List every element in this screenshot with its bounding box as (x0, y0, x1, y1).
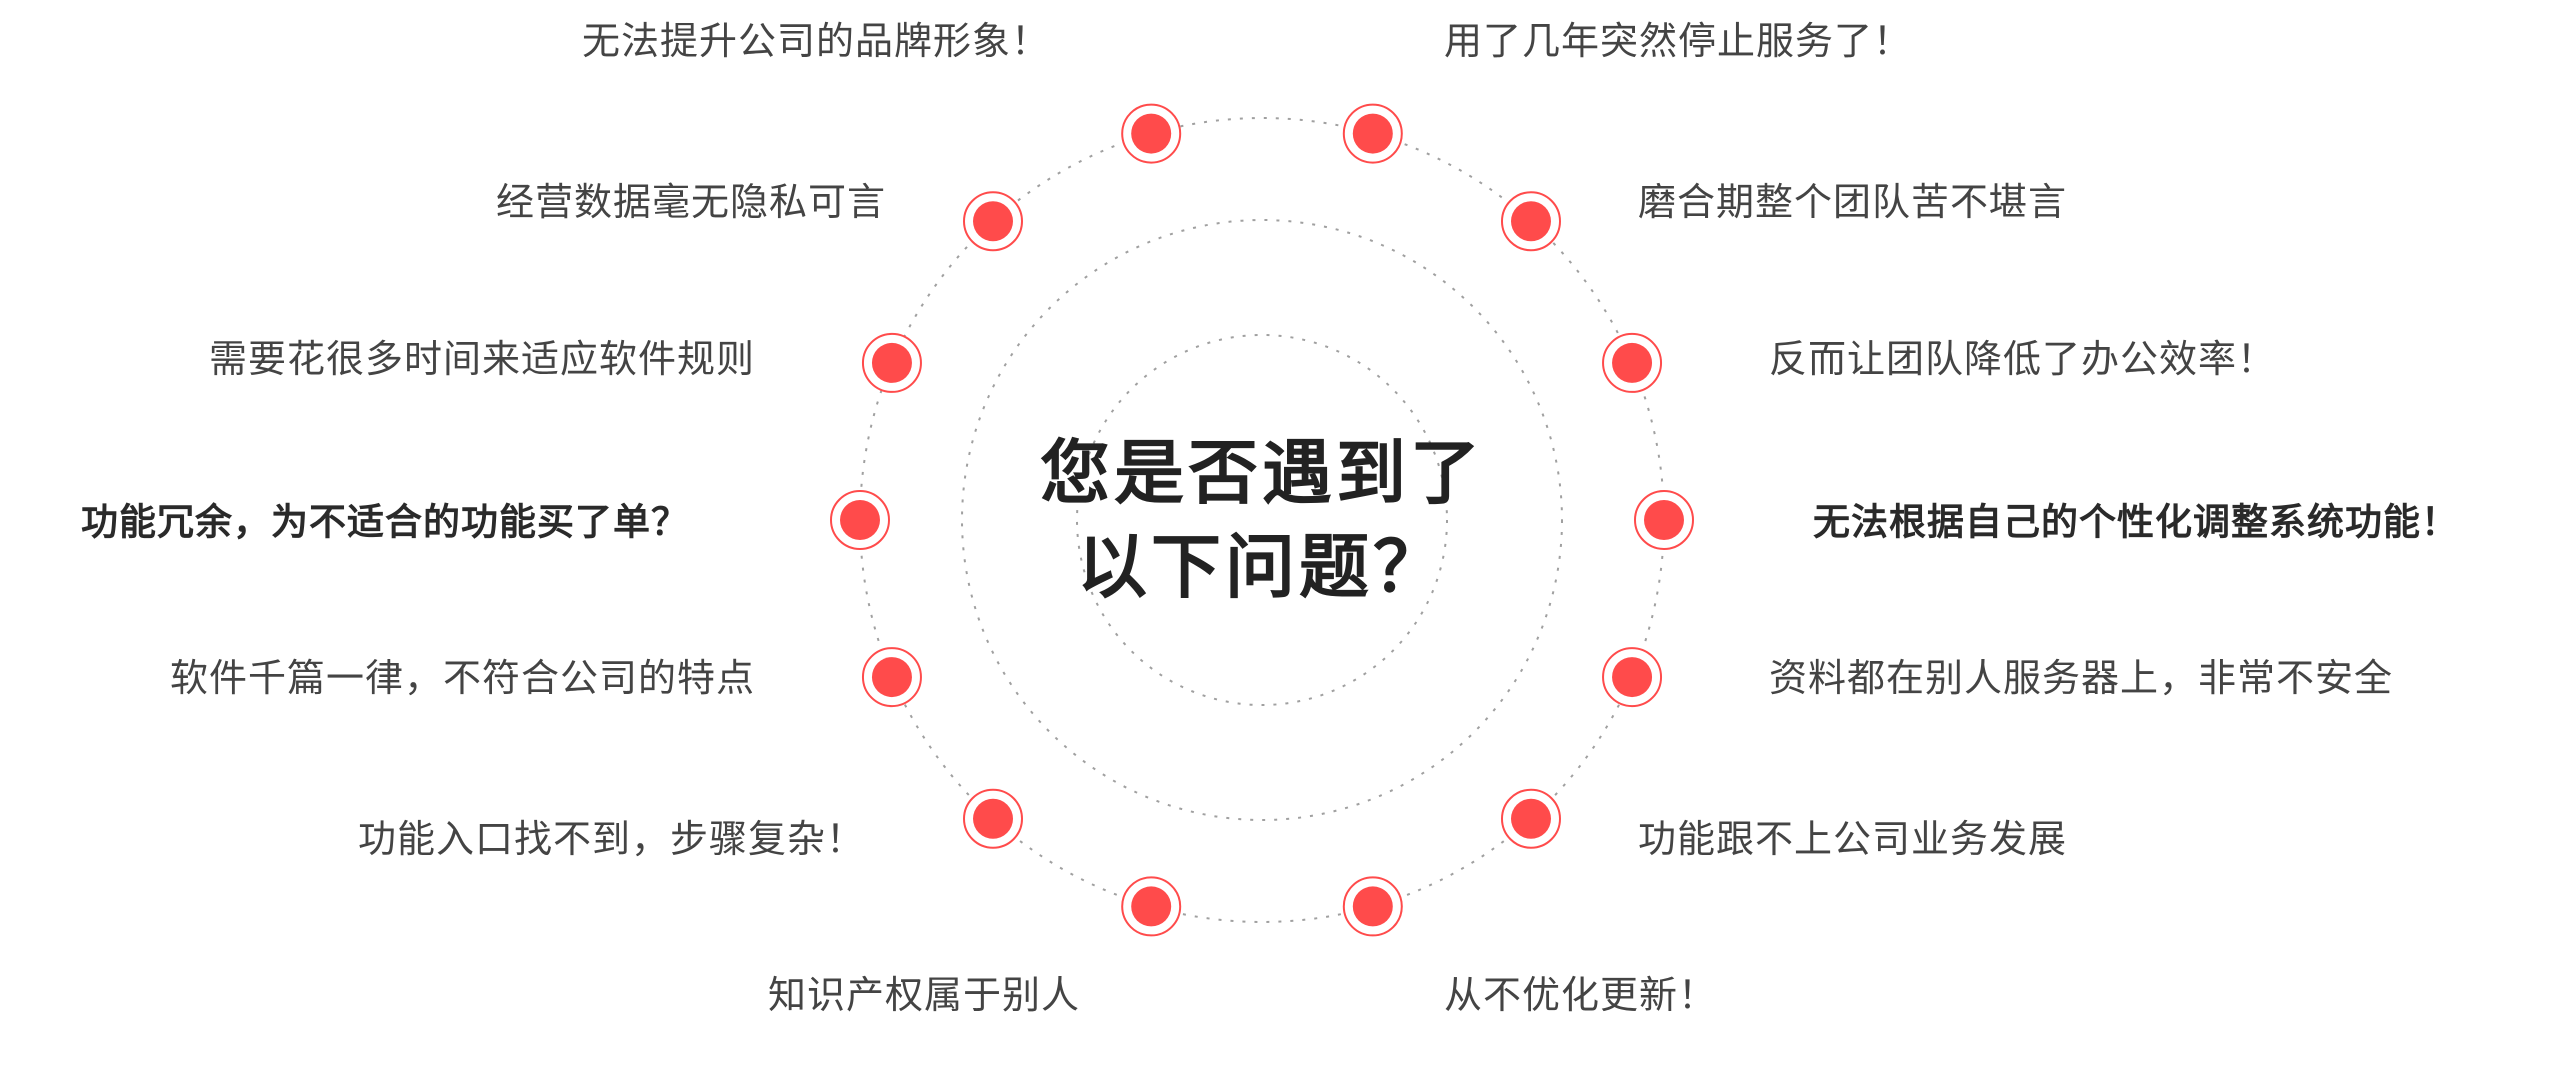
left-marker-dot-6 (963, 788, 1024, 849)
left-problem-label: 无法提升公司的品牌形象！ (581, 19, 1050, 63)
left-marker-dot-2 (963, 191, 1024, 252)
right-problem-label: 功能跟不上公司业务发展 (1638, 817, 2068, 861)
dot-fill (1131, 886, 1172, 927)
right-problem-label: 资料都在别人服务器上，非常不安全 (1769, 656, 2394, 700)
dot-fill (1612, 657, 1653, 698)
right-marker-dot-6 (1500, 788, 1561, 849)
right-marker-dot-7 (1342, 876, 1403, 937)
left-problem-label: 需要花很多时间来适应软件规则 (208, 337, 755, 381)
left-marker-dot-4 (830, 490, 890, 550)
title-line-1: 您是否遇到了 (1040, 432, 1484, 514)
left-problem-label: 软件千篇一律，不符合公司的特点 (169, 656, 755, 700)
right-marker-dot-5 (1602, 647, 1663, 708)
dot-fill (871, 657, 912, 698)
inner-dashed-ring (1076, 334, 1448, 706)
left-marker-dot-3 (861, 332, 922, 393)
left-problem-label: 功能冗余，为不适合的功能买了单？ (81, 500, 689, 544)
right-marker-dot-2 (1500, 191, 1561, 252)
right-problem-label: 反而让团队降低了办公效率！ (1769, 337, 2277, 381)
dot-fill (871, 342, 912, 383)
dot-fill (973, 798, 1014, 839)
dot-fill (840, 500, 880, 540)
left-problem-label: 知识产权属于别人 (767, 973, 1080, 1017)
left-marker-dot-1 (1121, 103, 1182, 164)
title-line-2: 以下问题？ (1077, 526, 1447, 608)
left-marker-dot-5 (861, 647, 922, 708)
right-problem-label: 用了几年突然停止服务了！ (1444, 19, 1913, 63)
right-marker-dot-3 (1602, 332, 1663, 393)
right-problem-label: 无法根据自己的个性化调整系统功能！ (1813, 500, 2459, 544)
left-marker-dot-7 (1121, 876, 1182, 937)
dot-fill (1644, 500, 1684, 540)
dot-fill (1352, 886, 1393, 927)
middle-dashed-ring (961, 219, 1563, 821)
dot-fill (1612, 342, 1653, 383)
dot-fill (1131, 113, 1172, 154)
dot-fill (973, 201, 1014, 242)
dot-fill (1510, 798, 1551, 839)
dot-fill (1510, 201, 1551, 242)
dot-fill (1352, 113, 1393, 154)
right-marker-dot-4 (1634, 490, 1694, 550)
right-problem-label: 磨合期整个团队苦不堪言 (1638, 180, 2068, 224)
right-marker-dot-1 (1342, 103, 1403, 164)
left-problem-label: 经营数据毫无隐私可言 (495, 180, 886, 224)
left-problem-label: 功能入口找不到，步骤复杂！ (357, 817, 865, 861)
right-problem-label: 从不优化更新！ (1444, 973, 1718, 1017)
center-question-title: 您是否遇到了 以下问题？ (1040, 426, 1484, 614)
